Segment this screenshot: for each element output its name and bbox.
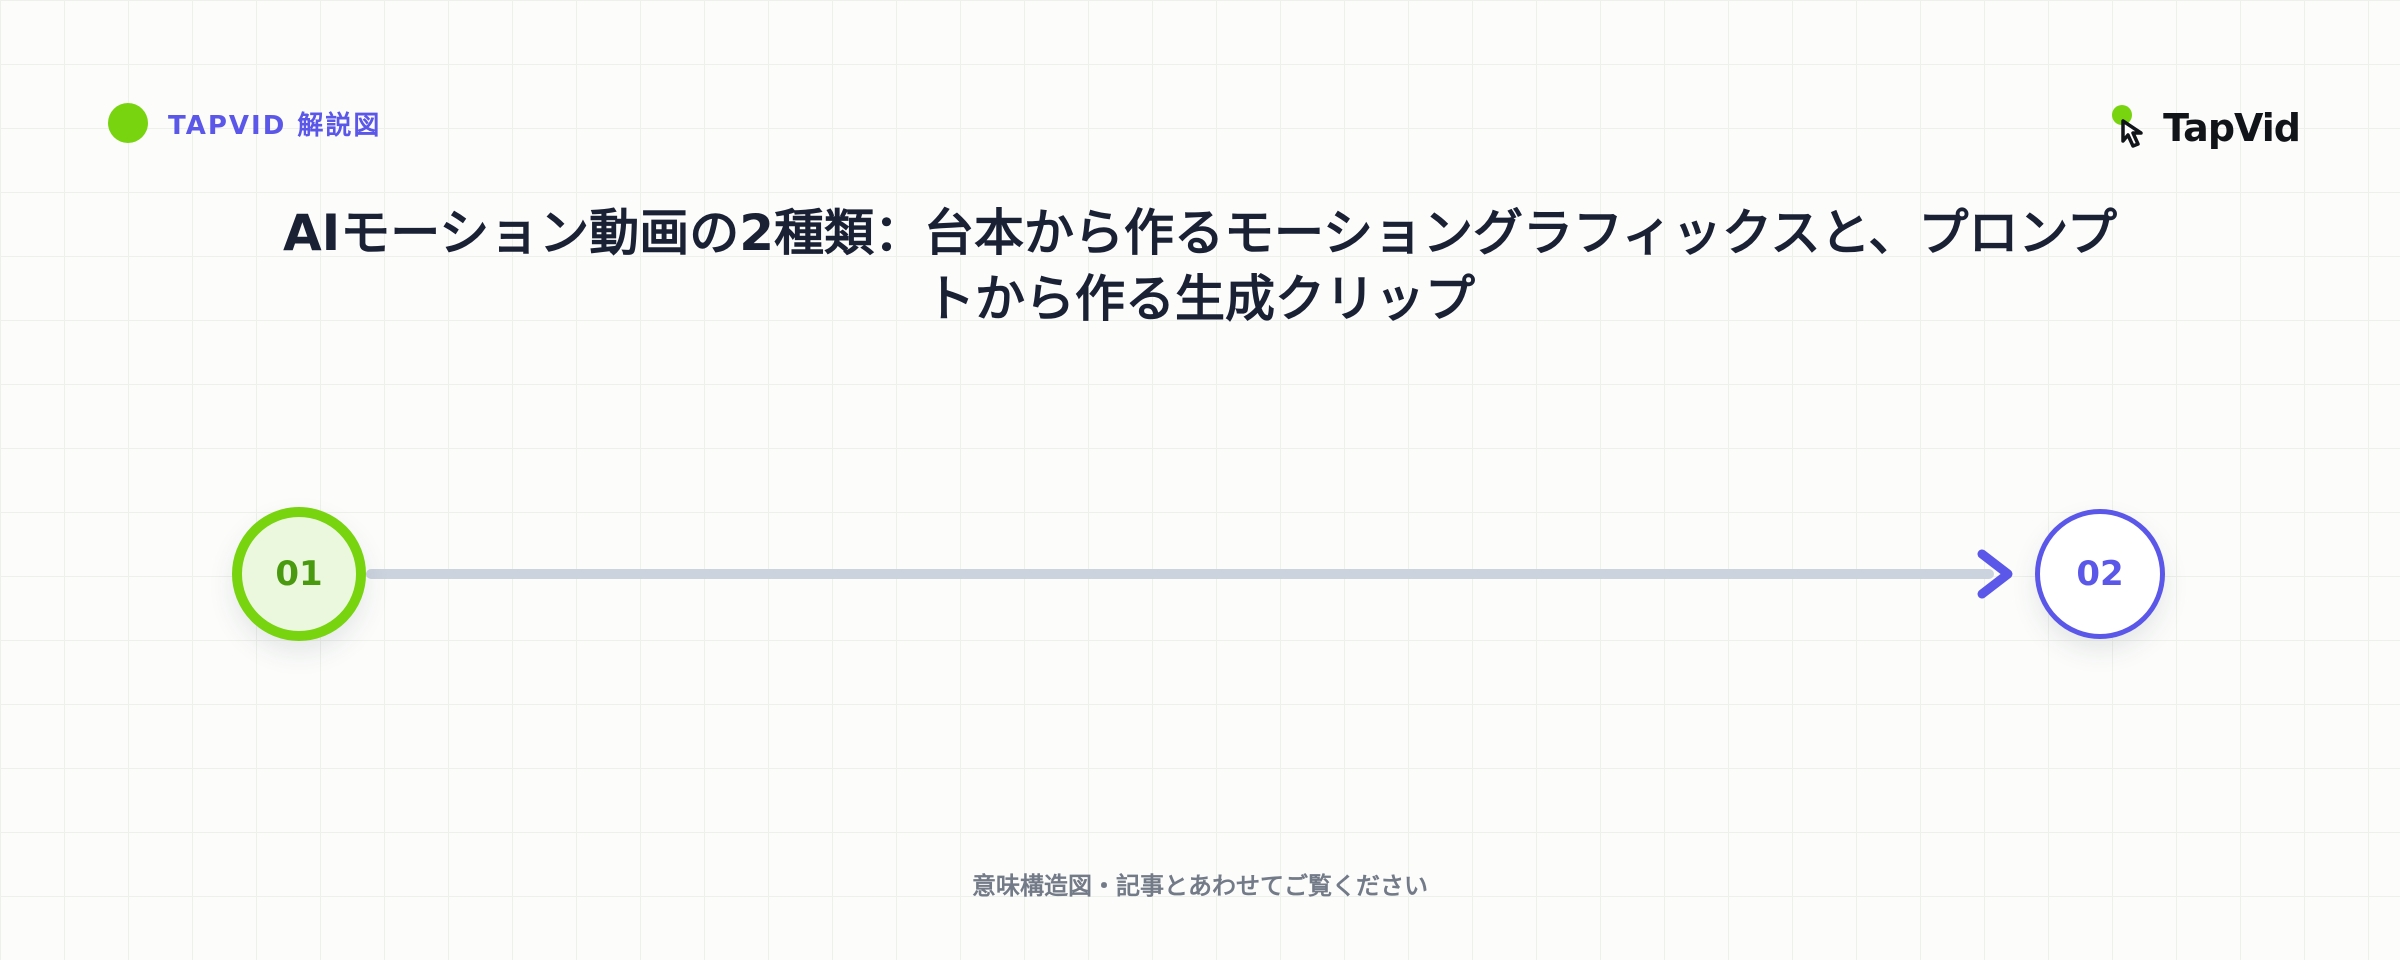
pointer-hand-icon xyxy=(2112,105,2143,148)
page-title: AIモーション動画の2種類：台本から作るモーショングラフィックスと、プロンプトか… xyxy=(282,204,2118,328)
tapvid-logo[interactable]: TapVid xyxy=(2107,101,2301,155)
footer-note: 意味構造図・記事とあわせてご覧ください xyxy=(972,872,1428,900)
logo-text: TapVid xyxy=(2163,106,2301,150)
brand-tag: TAPVID 解説図 xyxy=(108,103,381,143)
step-label: 01 xyxy=(275,554,323,594)
brand-label: TAPVID 解説図 xyxy=(168,110,382,141)
brand-dot-icon xyxy=(108,103,148,143)
arrow-head-icon xyxy=(1977,549,2013,599)
step-label: 02 xyxy=(2076,554,2124,594)
connector-line xyxy=(366,569,1994,579)
step-node-02: 02 xyxy=(2035,509,2165,639)
step-node-01: 01 xyxy=(232,507,366,641)
